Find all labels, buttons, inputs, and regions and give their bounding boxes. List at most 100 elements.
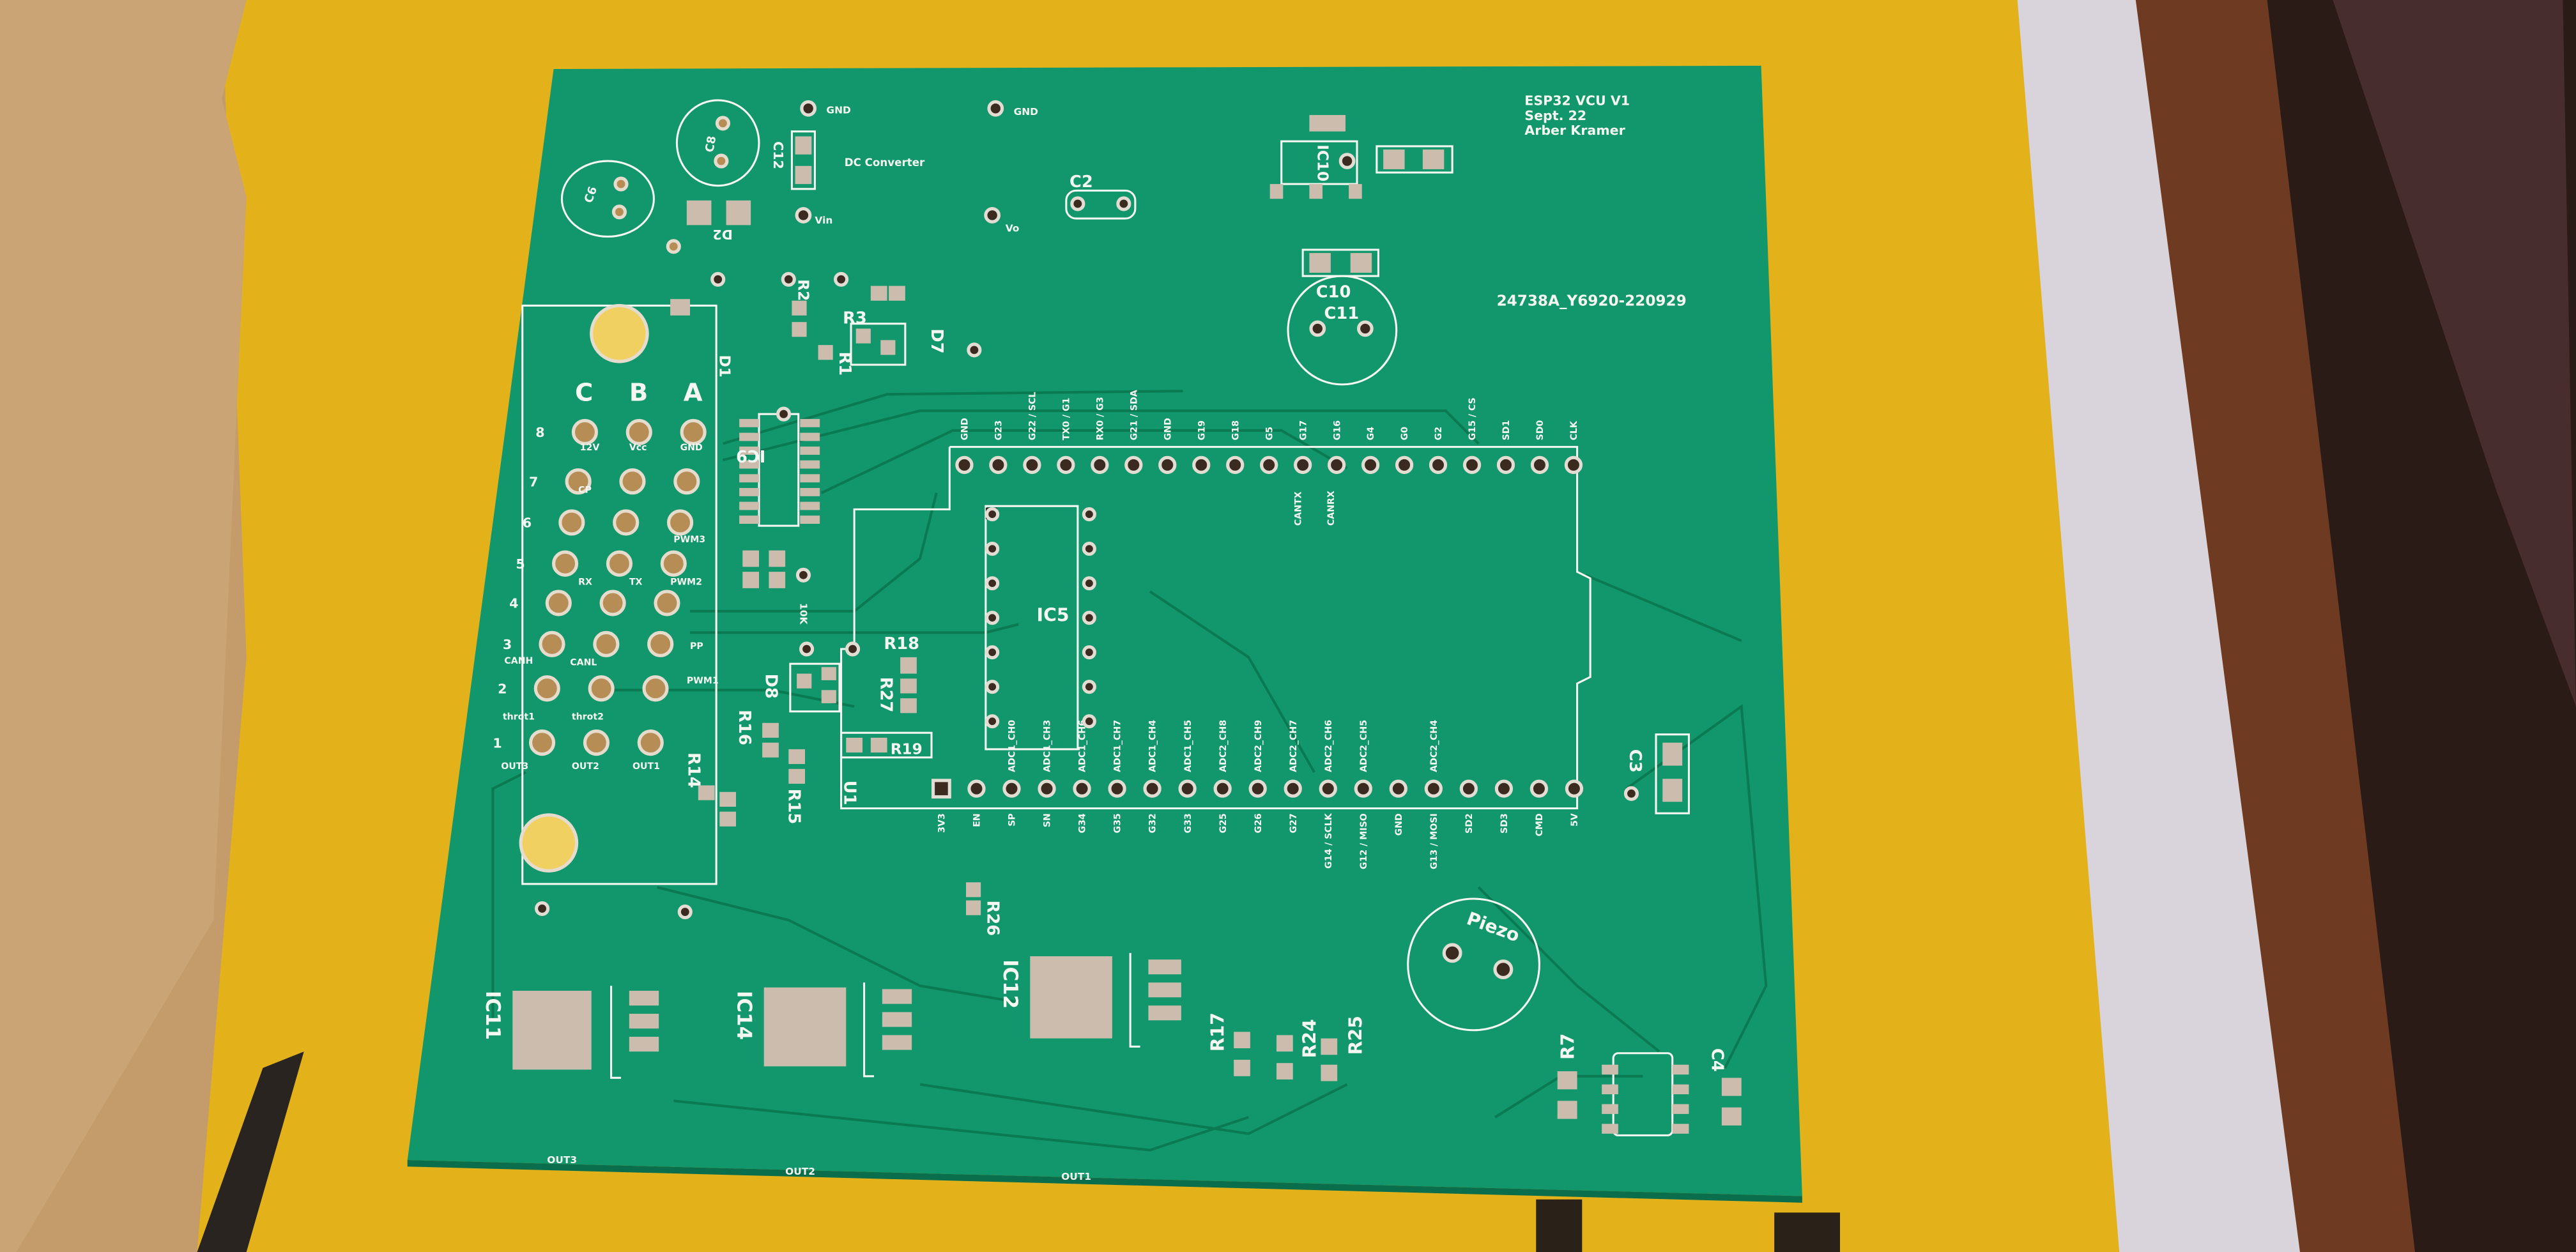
reflection	[2333, 0, 2576, 707]
ic9-area: IC9 10K D1 R2 R3 R1 D7	[670, 271, 982, 625]
header-pin-bottom	[1354, 779, 1372, 798]
pcb-board	[407, 65, 1802, 1196]
d1-label: D1	[716, 355, 732, 378]
connector-pin	[565, 468, 592, 495]
header-pin-label: G15 / CS	[1468, 397, 1478, 440]
ic5-pin	[1082, 611, 1096, 625]
row-number-label: 8	[535, 425, 544, 440]
ic9-label: IC9	[736, 446, 765, 465]
adc-channel-label: ADC2_CH8	[1218, 720, 1229, 772]
pin-label-vcc: Vcc	[629, 443, 647, 453]
dc-converter-area: C6 C8 C12 D2 GND Vin DC Converter GND Vo…	[560, 99, 1137, 254]
header-pin-top	[1294, 455, 1312, 475]
order-code: 24738A_Y6920-220929	[1497, 293, 1687, 309]
header-pin-top	[1124, 455, 1143, 475]
pin-label-rx: RX	[578, 577, 592, 588]
d8-label: D8	[761, 674, 780, 699]
pin-label-out1: OUT1	[632, 761, 660, 772]
pin-label-throt2: throt2	[572, 712, 604, 722]
header-pin-label: GND	[960, 418, 970, 440]
pin-label-pwm1: PWM1	[687, 676, 719, 686]
header-pin-top	[1361, 455, 1380, 475]
header-pin-top	[1327, 455, 1346, 475]
c6-outline	[560, 160, 655, 238]
connector-pin	[552, 550, 579, 577]
pin-label-tx: TX	[629, 577, 643, 588]
pin-label-gnd: GND	[680, 443, 703, 453]
header-pin-label: G14 / SCLK	[1324, 813, 1334, 869]
r26-label: R26	[983, 901, 1002, 936]
header-pin-top	[955, 455, 974, 475]
regulator-area: IC10 C10 C11	[1269, 115, 1453, 386]
column-label-c: C	[575, 379, 593, 408]
header-pin-label: G12 / MISO	[1359, 813, 1369, 869]
vo-label: Vo	[1006, 223, 1020, 234]
adc-channel-label: ADC1_CH6	[1078, 720, 1088, 772]
d7-label: D7	[927, 328, 946, 353]
gnd-label-left: GND	[826, 104, 850, 116]
adc-channel-label: ADC2_CH5	[1359, 720, 1369, 772]
ic5-pin	[1082, 680, 1096, 694]
glass-edge	[2017, 0, 2300, 1252]
header-pin-label: G33	[1183, 813, 1193, 833]
header-pin-label: 5V	[1570, 813, 1580, 827]
header-pin-label: G35	[1113, 813, 1123, 833]
r1-label: R1	[835, 351, 854, 376]
output-drivers: R26 IC11 IC14 IC12 R17 R24 R25 OUT3 OUT2…	[481, 882, 1367, 1182]
header-pin-label: G23	[994, 420, 1004, 440]
adc-channel-label: ADC1_CH4	[1148, 720, 1158, 772]
connector-pin	[599, 590, 626, 616]
adc-channel-label: ADC1_CH7	[1113, 720, 1123, 772]
output-label-out3: OUT3	[547, 1154, 577, 1166]
c4-label: C4	[1707, 1048, 1726, 1072]
r18-label: R18	[884, 634, 919, 653]
header-pin-bottom	[1178, 779, 1197, 798]
header-pin-label: RX0 / G3	[1095, 397, 1105, 440]
header-pin-bottom	[1284, 779, 1302, 798]
connector-pin	[571, 418, 598, 446]
header-pin-label: SD1	[1501, 420, 1512, 441]
mounting-hole	[519, 813, 579, 873]
ic14-tab	[763, 987, 847, 1067]
header-pin-top	[1091, 455, 1109, 475]
connector-pin	[619, 468, 646, 495]
r2-label: R2	[795, 279, 811, 301]
r15-label: R15	[784, 789, 803, 825]
connector-pin	[637, 729, 664, 756]
header-pin-bottom	[1143, 779, 1162, 798]
header-pin-label: G19	[1197, 420, 1207, 440]
pcb-edge	[407, 1159, 1802, 1203]
header-pin-label: G5	[1264, 427, 1275, 440]
ic5-pin	[985, 645, 1000, 660]
ic5-pin	[985, 542, 1000, 556]
output-label-out2: OUT2	[785, 1166, 815, 1177]
header-pin-label: GND	[1163, 418, 1173, 440]
dc-converter-label: DC Converter	[845, 156, 925, 169]
ic5-pin	[985, 507, 1000, 522]
row-number-label: 3	[503, 637, 512, 652]
c12-label: C12	[770, 141, 786, 169]
header-pin-label: G18	[1230, 420, 1241, 440]
header-pin-top	[1496, 455, 1515, 475]
connector-pin	[673, 468, 700, 495]
header-pin-bottom	[1002, 779, 1021, 798]
header-pin-top	[1429, 455, 1448, 475]
row-number-label: 4	[509, 596, 518, 611]
header-pin-label: SD2	[1464, 813, 1475, 834]
resistor-group: R18 R27 R19 D8 R16 R14 R15 U1	[535, 634, 933, 920]
connector-pin	[667, 509, 694, 536]
header-pin-bottom	[1073, 779, 1091, 798]
connector-pin	[606, 550, 632, 577]
pin-label-pp: PP	[690, 641, 703, 652]
connector-pin	[583, 729, 610, 756]
header-pin-top	[1462, 455, 1482, 475]
d2-label: D2	[712, 227, 732, 242]
header-pin-label: SN	[1043, 813, 1053, 827]
header-pin-label: G21 / SDA	[1129, 390, 1139, 440]
r17-label: R17	[1208, 1012, 1229, 1051]
ic5-pin	[985, 714, 1000, 729]
r19-label: R19	[891, 742, 923, 758]
header-pin-label: EN	[972, 813, 983, 827]
